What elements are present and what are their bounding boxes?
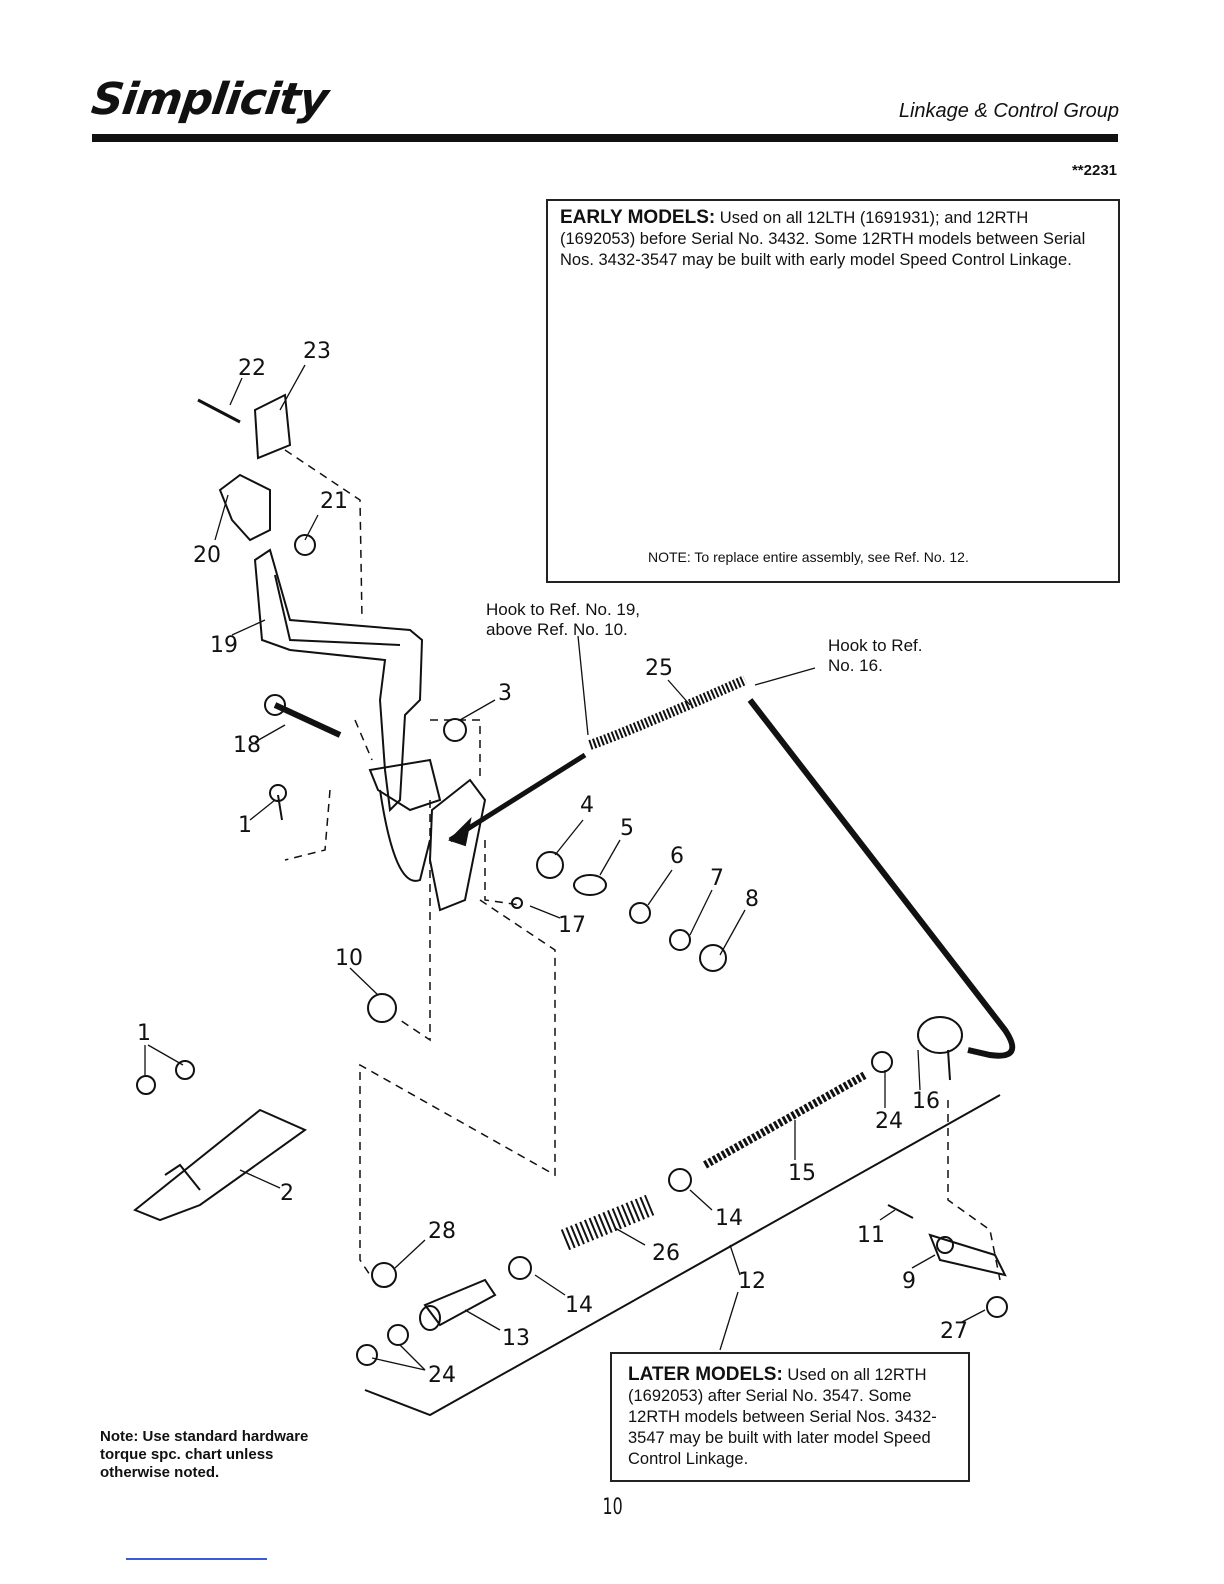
header-rule — [92, 134, 1118, 142]
part-label-25: 25 — [645, 656, 673, 681]
part-label-14: 14 — [715, 1206, 743, 1231]
callout-hook-19: Hook to Ref. No. 19, above Ref. No. 10. — [486, 600, 641, 639]
section-title: Linkage & Control Group — [898, 100, 1119, 122]
plate-23 — [253, 393, 292, 460]
part-label-27: 27 — [940, 1319, 968, 1344]
washer-3 — [443, 718, 467, 742]
pin-22 — [197, 398, 241, 424]
part-label-11: 11 — [857, 1223, 885, 1248]
screw-21 — [294, 534, 316, 556]
later-models-text: Used on all 12RTH (1692053) after Serial… — [628, 1366, 937, 1468]
nut-27 — [986, 1296, 1008, 1318]
nut-8 — [699, 944, 727, 972]
pin-11 — [887, 1204, 914, 1219]
part-label-2: 2 — [280, 1181, 294, 1206]
part-label-26: 26 — [652, 1241, 680, 1266]
part-label-5: 5 — [620, 816, 634, 841]
part-label-7: 7 — [710, 866, 724, 891]
drawing-number: **2231 — [1071, 162, 1117, 179]
part-label-12: 12 — [738, 1269, 766, 1294]
later-models-box: LATER MODELS: Used on all 12RTH (1692053… — [610, 1352, 970, 1482]
part-label-21: 21 — [320, 489, 348, 514]
bolt-18 — [273, 702, 342, 738]
washer-7 — [669, 929, 691, 951]
part-label-6: 6 — [670, 844, 684, 869]
callout-hook-16: Hook to Ref. No. 16. — [828, 636, 923, 675]
part-label-3: 3 — [498, 681, 512, 706]
ball-joint-16 — [917, 1016, 963, 1054]
screw-1c — [136, 1075, 156, 1095]
spring-26 — [560, 1194, 655, 1251]
part-label-28: 28 — [428, 1219, 456, 1244]
screw-1b — [175, 1060, 195, 1080]
later-models-heading: LATER MODELS: — [628, 1364, 783, 1385]
bottom-link-underline — [126, 1558, 267, 1560]
nut-10 — [367, 993, 397, 1023]
part-label-20: 20 — [193, 543, 221, 568]
spring-6 — [629, 902, 651, 924]
part-label-17: 17 — [558, 913, 586, 938]
rod-15 — [703, 1071, 867, 1169]
tube-13 — [423, 1278, 497, 1327]
nut-24 — [871, 1051, 893, 1073]
spacer-5 — [573, 874, 607, 896]
washer-14 — [668, 1168, 692, 1192]
part-label-9: 9 — [902, 1269, 916, 1294]
bracket-19 — [253, 548, 424, 813]
part-label-1: 1 — [238, 813, 252, 838]
screw-1 — [277, 794, 283, 821]
part-label-24b: 24 — [428, 1363, 456, 1388]
washer-14b — [508, 1256, 532, 1280]
torque-footnote: Note: Use standard hardware torque spc. … — [100, 1428, 309, 1481]
part-label-18: 18 — [233, 733, 261, 758]
part-label-19: 19 — [210, 633, 238, 658]
later-boundary — [364, 1094, 1001, 1417]
part-label-24: 24 — [875, 1109, 903, 1134]
pivot-bracket — [368, 758, 442, 812]
bracket-20 — [218, 473, 271, 542]
early-models-note: NOTE: To replace entire assembly, see Re… — [648, 549, 969, 565]
pin-17 — [511, 897, 523, 909]
washer-4 — [536, 851, 564, 879]
spring-25 — [588, 675, 748, 750]
part-label-14b: 14 — [565, 1293, 593, 1318]
early-models-box: EARLY MODELS: Used on all 12LTH (1691931… — [546, 199, 1120, 583]
part-label-4: 4 — [580, 793, 594, 818]
part-label-1b: 1 — [137, 1021, 151, 1046]
hook-arrow-16 — [747, 698, 1016, 1059]
early-models-heading: EARLY MODELS: — [560, 207, 716, 228]
nut-24b — [356, 1344, 378, 1366]
assembly-guides — [284, 449, 1001, 1291]
lever-plate — [428, 778, 487, 912]
part-label-16: 16 — [912, 1089, 940, 1114]
part-label-8: 8 — [745, 887, 759, 912]
washer-28 — [371, 1262, 397, 1288]
nut-24c — [387, 1324, 409, 1346]
leader-lines — [144, 311, 994, 1371]
hook-arrow — [448, 752, 587, 843]
part-label-10: 10 — [335, 946, 363, 971]
part-label-13: 13 — [502, 1326, 530, 1351]
page-number: 10 — [602, 1495, 623, 1520]
part-label-22: 22 — [238, 356, 266, 381]
bracket-2 — [133, 1108, 308, 1222]
early-models-text: Used on all 12LTH (1691931); and 12RTH (… — [560, 209, 1086, 269]
arm-9 — [928, 1233, 1007, 1277]
part-label-23: 23 — [303, 339, 331, 364]
part-label-15: 15 — [788, 1161, 816, 1186]
